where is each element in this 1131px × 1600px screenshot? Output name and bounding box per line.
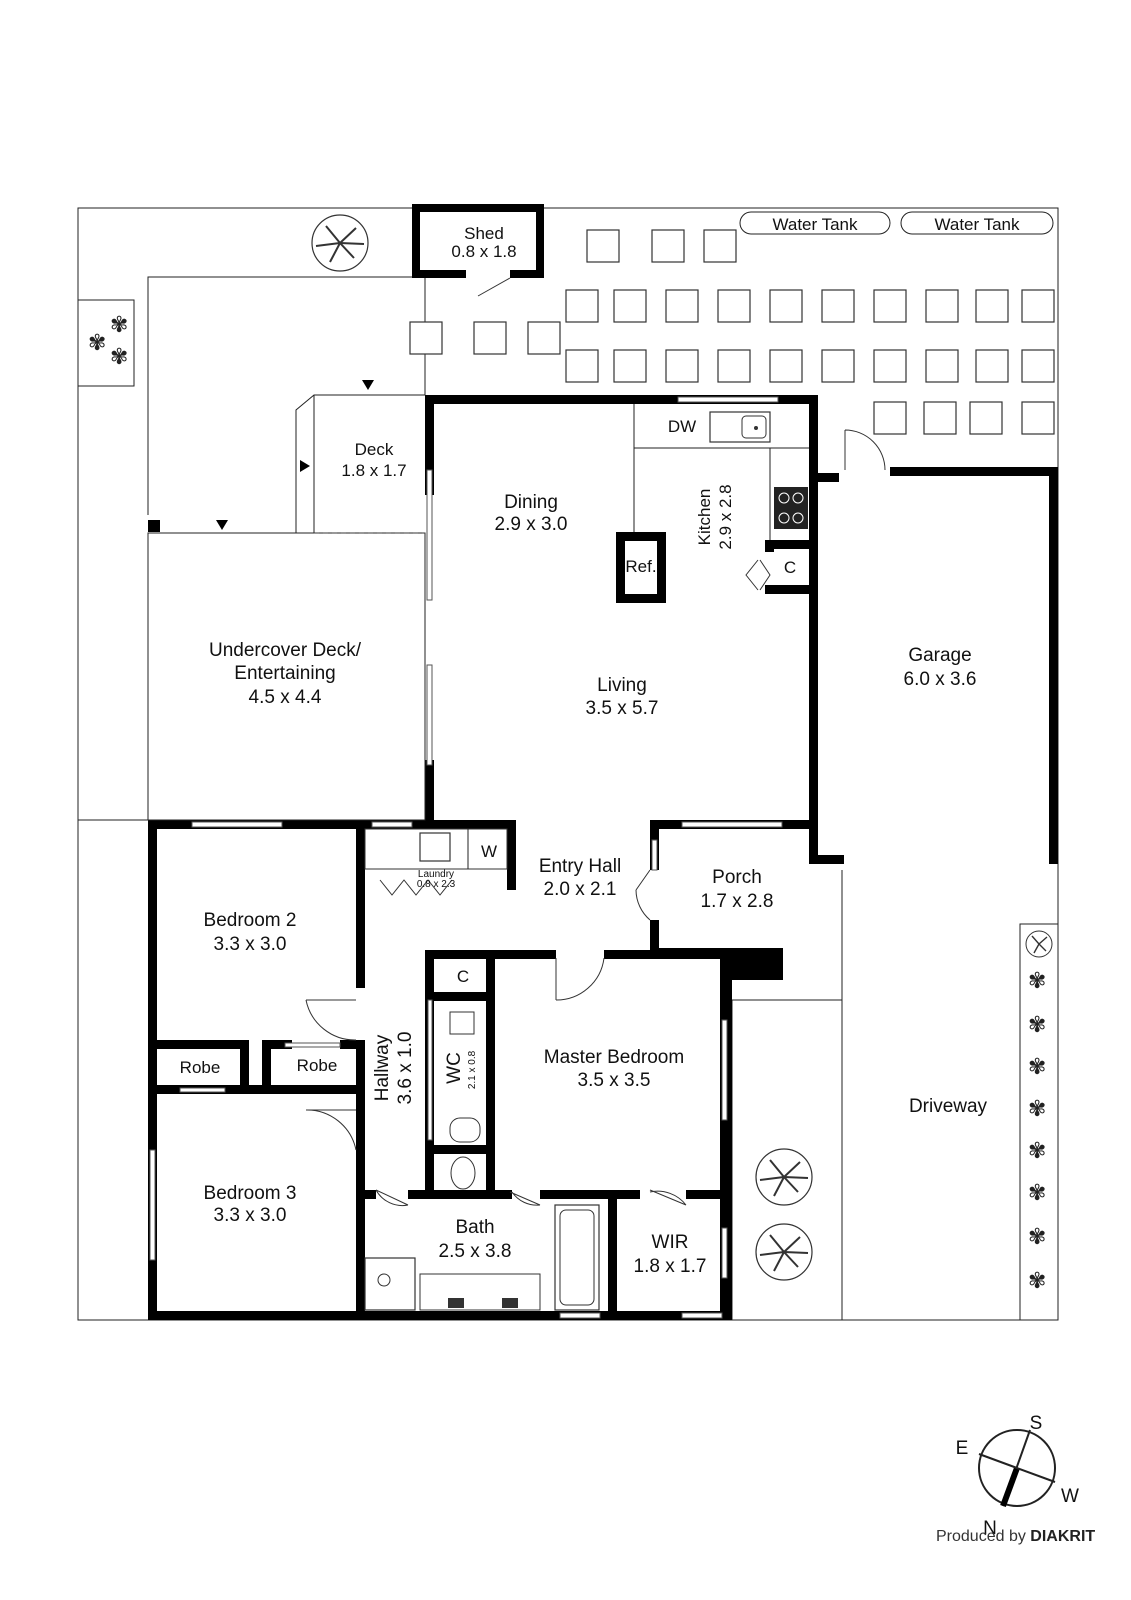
porch-dims: 1.7 x 2.8 bbox=[701, 891, 774, 912]
garage-name: Garage bbox=[908, 645, 971, 666]
fridge-label: Ref. bbox=[625, 557, 656, 576]
compass-west: W bbox=[1061, 1486, 1079, 1507]
hallway-name: Hallway bbox=[372, 1034, 393, 1101]
compass-south: S bbox=[1030, 1413, 1043, 1434]
master-bedroom-name: Master Bedroom bbox=[544, 1047, 684, 1068]
water-tank-1: Water Tank bbox=[739, 211, 891, 235]
windows bbox=[149, 396, 783, 1319]
laundry-dims: 0.8 x 2.3 bbox=[417, 879, 456, 890]
hallway-dims: 3.6 x 1.0 bbox=[395, 1032, 416, 1105]
svg-text:Water Tank: Water Tank bbox=[934, 215, 1020, 234]
svg-text:✾: ✾ bbox=[1028, 1139, 1046, 1164]
kitchen-dims: 2.9 x 2.8 bbox=[716, 484, 735, 549]
entry-hall-name: Entry Hall bbox=[539, 856, 621, 877]
driveway-label: Driveway bbox=[909, 1096, 988, 1117]
tree-icon bbox=[755, 1223, 813, 1281]
master-bedroom-dims: 3.5 x 3.5 bbox=[578, 1070, 651, 1091]
undercover-dims: 4.5 x 4.4 bbox=[249, 687, 322, 708]
laundry-tub-icon bbox=[364, 828, 508, 870]
kitchen-bench bbox=[633, 404, 809, 540]
robe-label: Robe bbox=[180, 1058, 221, 1077]
tree-icon bbox=[1025, 930, 1053, 958]
wc-dims: 2.1 x 0.8 bbox=[467, 1050, 478, 1089]
dining-dims: 2.9 x 3.0 bbox=[495, 514, 568, 535]
tree-icon bbox=[755, 1148, 813, 1206]
paver-grid bbox=[409, 229, 1055, 435]
water-tank-2: Water Tank bbox=[900, 211, 1054, 235]
undercover-name-2: Entertaining bbox=[234, 663, 335, 684]
wir-dims: 1.8 x 1.7 bbox=[634, 1256, 707, 1277]
producer-credit: Produced by DIAKRIT bbox=[936, 1528, 1095, 1546]
flower-bed bbox=[77, 299, 135, 387]
svg-text:Shed: Shed bbox=[464, 224, 504, 243]
compass-north: N bbox=[983, 1518, 997, 1539]
compass: S E W N bbox=[956, 1413, 1079, 1539]
svg-text:✾: ✾ bbox=[1028, 1225, 1046, 1250]
brand-logo: DIAKRIT bbox=[1030, 1528, 1096, 1545]
wc-name: WC bbox=[444, 1052, 465, 1084]
tree-icon bbox=[311, 214, 369, 272]
svg-text:✾: ✾ bbox=[1028, 969, 1046, 994]
deck-dims: 1.8 x 1.7 bbox=[341, 461, 406, 480]
robe-label: Robe bbox=[297, 1056, 338, 1075]
bathtub-icon bbox=[554, 1204, 600, 1311]
pantry-label: C bbox=[784, 558, 796, 577]
garage-dims: 6.0 x 3.6 bbox=[904, 669, 977, 690]
porch-name: Porch bbox=[712, 867, 762, 888]
cooktop-icon bbox=[774, 487, 808, 529]
flower-icon: ✾✾✾ ✾✾✾ ✾✾✾ ✾✾ bbox=[88, 313, 1046, 1294]
deck-name: Deck bbox=[355, 440, 394, 459]
undercover-name: Undercover Deck/ bbox=[209, 640, 362, 661]
wir-name: WIR bbox=[652, 1232, 689, 1253]
svg-text:0.8 x 1.8: 0.8 x 1.8 bbox=[451, 242, 516, 261]
svg-text:✾: ✾ bbox=[1028, 1097, 1046, 1122]
living-dims: 3.5 x 5.7 bbox=[586, 698, 659, 719]
living-name: Living bbox=[597, 675, 647, 696]
bath-name: Bath bbox=[455, 1217, 494, 1238]
bedroom2-dims: 3.3 x 3.0 bbox=[214, 934, 287, 955]
svg-text:✾: ✾ bbox=[1028, 1181, 1046, 1206]
sink-icon bbox=[709, 411, 771, 443]
svg-text:✾: ✾ bbox=[110, 345, 128, 370]
svg-text:✾: ✾ bbox=[88, 331, 106, 356]
shed: Shed 0.8 x 1.8 bbox=[412, 204, 544, 297]
laundry-label: Laundry bbox=[418, 869, 454, 880]
svg-text:✾: ✾ bbox=[110, 313, 128, 338]
bath-dims: 2.5 x 3.8 bbox=[439, 1241, 512, 1262]
compass-east: E bbox=[956, 1438, 969, 1459]
bedroom3-name: Bedroom 3 bbox=[204, 1183, 297, 1204]
toilet-icon bbox=[449, 1011, 481, 1190]
deck-outlines bbox=[147, 380, 426, 821]
driveway-garden-strip bbox=[1019, 923, 1059, 1321]
svg-text:✾: ✾ bbox=[1028, 1269, 1046, 1294]
dining-name: Dining bbox=[504, 492, 558, 513]
entry-hall-dims: 2.0 x 2.1 bbox=[544, 879, 617, 900]
bedroom3-dims: 3.3 x 3.0 bbox=[214, 1205, 287, 1226]
bedroom2-name: Bedroom 2 bbox=[204, 910, 297, 931]
svg-text:✾: ✾ bbox=[1028, 1013, 1046, 1038]
dishwasher-label: DW bbox=[668, 417, 696, 436]
kitchen-name: Kitchen bbox=[695, 489, 714, 546]
garden-path bbox=[147, 276, 426, 533]
washer-label: W bbox=[481, 842, 497, 861]
svg-text:Water Tank: Water Tank bbox=[772, 215, 858, 234]
credit-prefix: Produced by bbox=[936, 1528, 1026, 1545]
svg-text:✾: ✾ bbox=[1028, 1055, 1046, 1080]
doors bbox=[305, 429, 886, 1207]
linen-cupboard-label: C bbox=[457, 967, 469, 986]
shower-icon bbox=[364, 1257, 416, 1311]
vanity-icon bbox=[419, 1273, 541, 1311]
